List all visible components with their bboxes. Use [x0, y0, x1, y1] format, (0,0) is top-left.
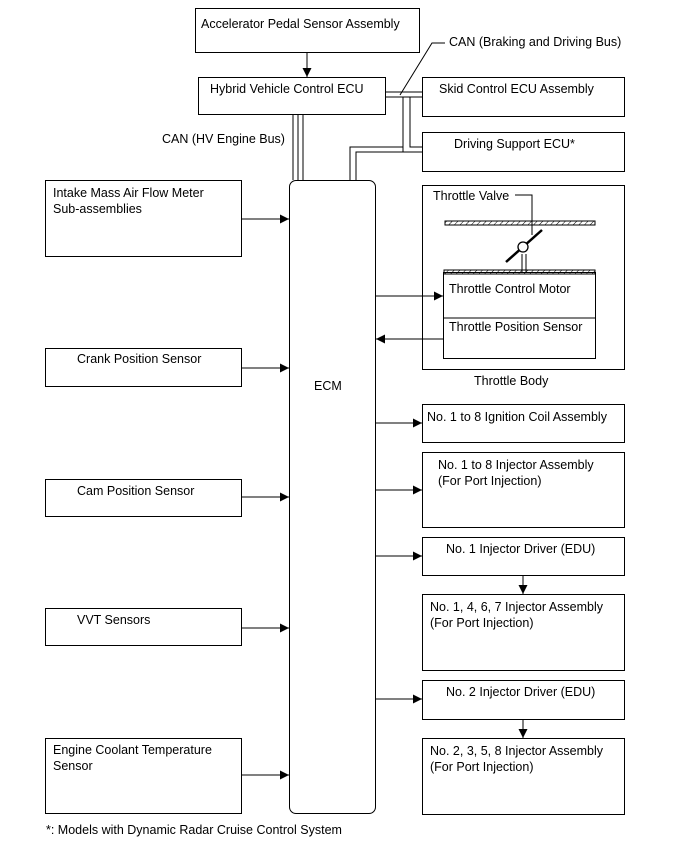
vvt-sensors-box: [45, 608, 242, 646]
edu2-box: [422, 680, 625, 720]
intake-maf-label: Intake Mass Air Flow Meter Sub-assemblie…: [53, 186, 204, 216]
injector-2358-box: [422, 738, 625, 815]
injector-1467-box: [422, 594, 625, 671]
cam-position-sensor-box: [45, 479, 242, 517]
vvt-sensors-label: VVT Sensors: [77, 613, 151, 627]
crank-position-sensor-label: Crank Position Sensor: [77, 352, 202, 366]
ignition-coil-box: [422, 404, 625, 443]
skid-control-ecu-label: Skid Control ECU Assembly: [439, 82, 594, 96]
can-braking-bus-label: CAN (Braking and Driving Bus): [449, 35, 622, 49]
injector-2358-label: No. 2, 3, 5, 8 Injector Assembly (For Po…: [430, 744, 603, 774]
ecm-label: ECM: [314, 379, 342, 393]
can-hv-engine-bus-label: CAN (HV Engine Bus): [162, 132, 285, 146]
accelerator-pedal-sensor-box: [195, 8, 420, 53]
can-bus-lines: [292, 91, 422, 180]
throttle-valve-drawing: [443, 194, 596, 275]
cam-position-sensor-label: Cam Position Sensor: [77, 484, 195, 498]
hybrid-vehicle-ecu-box: [198, 77, 386, 115]
can-braking-pointer: [399, 42, 445, 96]
hybrid-vehicle-ecu-label: Hybrid Vehicle Control ECU: [210, 82, 364, 96]
intake-maf-box: [45, 180, 242, 257]
throttle-position-sensor-label: Throttle Position Sensor: [449, 320, 583, 334]
edu2-label: No. 2 Injector Driver (EDU): [446, 685, 596, 699]
ecm-box: [289, 180, 376, 814]
footnote: *: Models with Dynamic Radar Cruise Cont…: [46, 823, 342, 837]
throttle-control-motor-label: Throttle Control Motor: [449, 282, 571, 296]
throttle-motor-sensor-box: [443, 272, 596, 359]
edu1-label: No. 1 Injector Driver (EDU): [446, 542, 596, 556]
crank-position-sensor-box: [45, 348, 242, 387]
engine-coolant-sensor-label: Engine Coolant Temperature Sensor: [53, 743, 212, 773]
injector-all-label: No. 1 to 8 Injector Assembly (For Port I…: [438, 458, 594, 488]
ignition-coil-label: No. 1 to 8 Ignition Coil Assembly: [427, 410, 607, 424]
injector-1467-label: No. 1, 4, 6, 7 Injector Assembly (For Po…: [430, 600, 603, 630]
driving-support-ecu-box: [422, 132, 625, 172]
edu1-box: [422, 537, 625, 576]
engine-coolant-sensor-box: [45, 738, 242, 814]
accelerator-pedal-sensor-label: Accelerator Pedal Sensor Assembly: [201, 17, 400, 31]
injector-all-box: [422, 452, 625, 528]
driving-support-ecu-label: Driving Support ECU*: [454, 137, 575, 151]
skid-control-ecu-box: [422, 77, 625, 117]
throttle-valve-label: Throttle Valve: [433, 189, 510, 203]
throttle-body-label: Throttle Body: [474, 374, 549, 388]
